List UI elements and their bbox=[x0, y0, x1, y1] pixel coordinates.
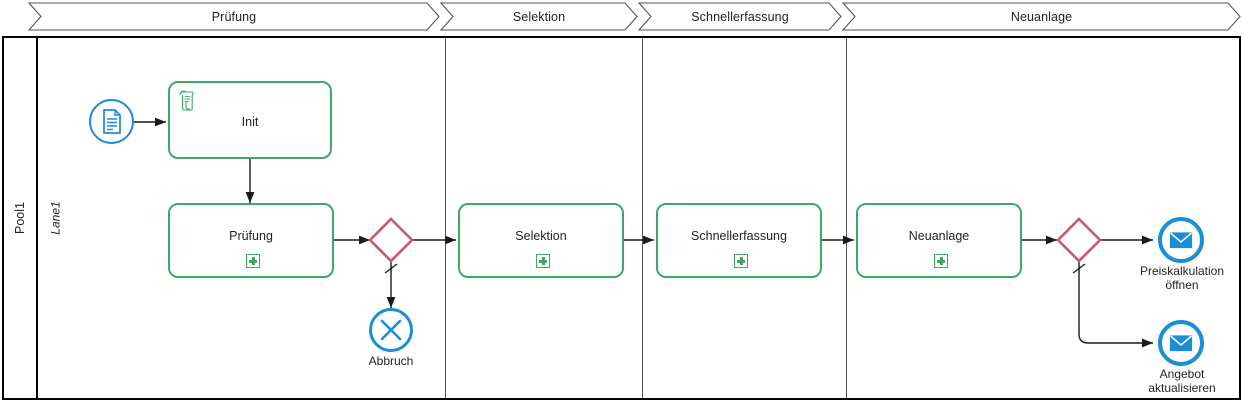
gateway-diamond-icon bbox=[368, 217, 414, 263]
phase-divider-2 bbox=[642, 38, 643, 398]
task-pruefung[interactable]: Prüfung bbox=[168, 203, 334, 278]
pool-header[interactable]: Pool1 bbox=[4, 38, 38, 398]
task-label: Neuanlage bbox=[908, 229, 970, 243]
phase-divider-3 bbox=[846, 38, 847, 398]
task-init[interactable]: Init bbox=[168, 81, 332, 159]
envelope-icon bbox=[1169, 232, 1193, 249]
lane-body bbox=[40, 38, 1239, 398]
end-event-angebot[interactable] bbox=[1158, 320, 1204, 366]
task-label: Init bbox=[241, 115, 259, 129]
end-event-preiskalkulation[interactable] bbox=[1158, 217, 1204, 263]
document-icon bbox=[103, 109, 121, 134]
flow-gateway2-to-angebot bbox=[1078, 261, 1153, 348]
task-schnellerfassung[interactable]: Schnellerfassung bbox=[656, 203, 822, 278]
exclusive-gateway-1[interactable] bbox=[367, 216, 415, 264]
collapsed-subprocess-marker[interactable] bbox=[934, 254, 948, 268]
script-icon bbox=[179, 90, 194, 111]
end-event-abbruch[interactable] bbox=[369, 308, 413, 352]
collapsed-subprocess-marker[interactable] bbox=[734, 254, 748, 268]
envelope-icon bbox=[1169, 335, 1193, 352]
phase-chevron-shape bbox=[638, 2, 842, 31]
phase-chevron-shape bbox=[440, 2, 638, 31]
task-label: Schnellerfassung bbox=[691, 229, 787, 243]
default-flow-slash-2 bbox=[1072, 263, 1086, 274]
end-event-preiskalkulation-label: Preiskalkulation öffnen bbox=[1139, 264, 1225, 292]
phase-chevron-shape bbox=[842, 2, 1241, 31]
end-event-abbruch-label: Abbruch bbox=[368, 354, 414, 368]
task-label: Selektion bbox=[515, 229, 567, 243]
exclusive-gateway-2[interactable] bbox=[1055, 216, 1103, 264]
phase-pruefung[interactable]: Prüfung bbox=[28, 2, 440, 31]
phase-chevron-shape bbox=[28, 2, 440, 31]
default-flow-slash-1 bbox=[384, 263, 398, 274]
collapsed-subprocess-marker[interactable] bbox=[536, 254, 550, 268]
gateway-diamond-icon bbox=[1056, 217, 1102, 263]
start-event[interactable] bbox=[89, 99, 134, 144]
task-selektion[interactable]: Selektion bbox=[458, 203, 624, 278]
cancel-icon bbox=[380, 319, 402, 341]
phase-band: Prüfung Selektion Schnellerfassung Neuan… bbox=[0, 0, 1243, 32]
phase-divider-1 bbox=[445, 38, 446, 398]
collapsed-subprocess-marker[interactable] bbox=[246, 254, 260, 268]
task-neuanlage[interactable]: Neuanlage bbox=[856, 203, 1022, 278]
end-event-angebot-label: Angebot aktualisieren bbox=[1148, 367, 1216, 395]
task-label: Prüfung bbox=[229, 229, 273, 243]
